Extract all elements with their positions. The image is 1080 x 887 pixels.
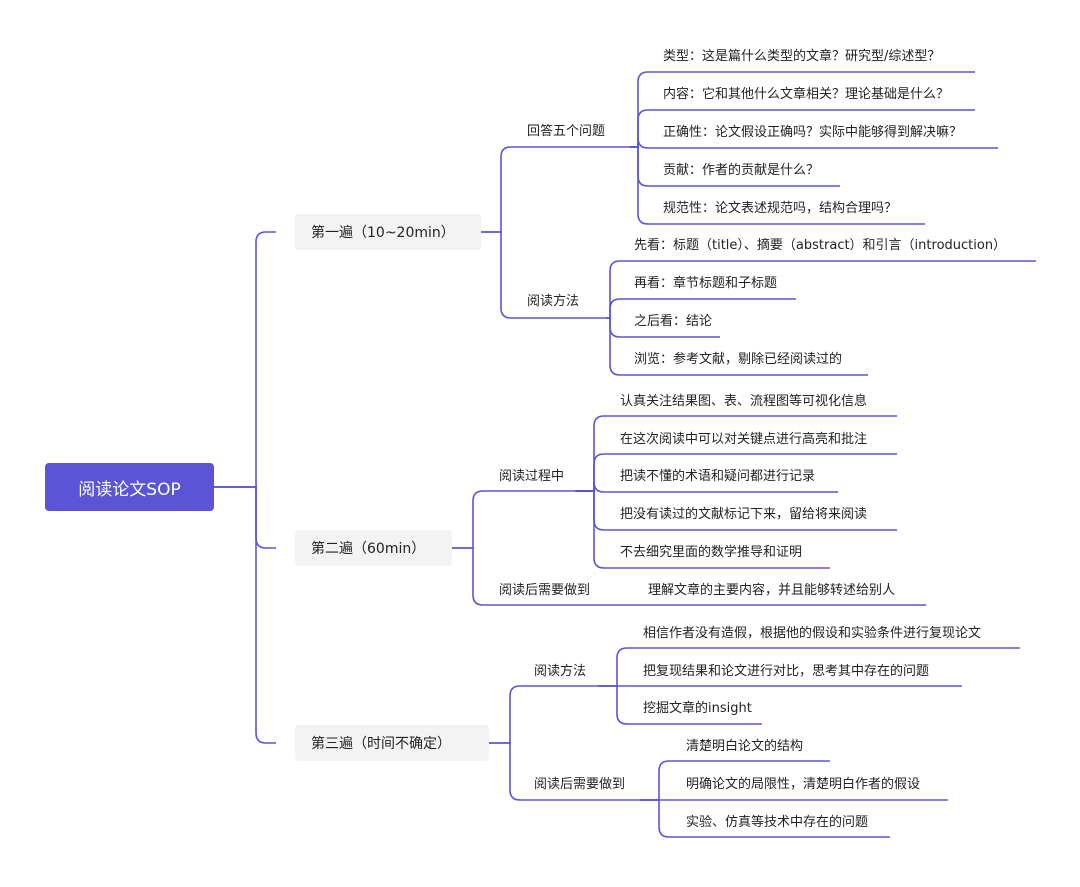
pass-1-questions-branch-2	[630, 137, 658, 149]
pass-3-node[interactable]: 第三遍（时间不确定）	[295, 725, 489, 761]
pass-2-node[interactable]: 第二遍（60min）	[295, 530, 452, 566]
pass-1-method-then[interactable]: 之后看：结论	[634, 314, 713, 329]
pass-2-during-references[interactable]: 把没有读过的文献标记下来，留给将来阅读	[620, 507, 868, 522]
pass-1-question-type[interactable]: 类型：这是篇什么类型的文章？研究型/综述型？	[663, 49, 941, 64]
pass-1-method-branch-3	[606, 317, 630, 376]
pass-2-group-after-label[interactable]: 阅读后需要做到	[499, 583, 591, 598]
pass-1-method-branch-1	[606, 298, 630, 319]
pass-3-after-limitations[interactable]: 明确论文的局限性，清楚明白作者的假设	[686, 777, 921, 792]
pass-1-question-content[interactable]: 内容：它和其他什么文章相关？理论基础是什么？	[663, 87, 950, 102]
pass-1-method-second[interactable]: 再看：章节标题和子标题	[634, 276, 778, 291]
pass-3-after-branch-2	[640, 799, 679, 838]
pass-2-during-branch-4	[575, 490, 614, 569]
pass-1-method-first[interactable]: 先看：标题（title）、摘要（abstract）和引言（introductio…	[634, 238, 1007, 253]
pass-2-group-during-label[interactable]: 阅读过程中	[499, 469, 565, 484]
pass-2-during-branch-1	[575, 453, 614, 492]
pass-2-during-terms[interactable]: 把读不懂的术语和疑问都进行记录	[620, 469, 816, 484]
pass-3-group-after-label[interactable]: 阅读后需要做到	[534, 777, 626, 792]
pass-1-questions-branch-0	[630, 71, 658, 148]
pass-1-question-clarity[interactable]: 规范性：论文表述规范吗，结构合理吗？	[663, 201, 898, 216]
pass-1-method-branch-0	[606, 260, 630, 319]
root-branch-2	[214, 486, 276, 744]
pass-2-branch-1	[452, 547, 493, 606]
pass-3-branch-0	[489, 685, 530, 744]
pass-3-method-branch-0	[598, 647, 637, 687]
pass-3-method-insight[interactable]: 挖掘文章的insight	[643, 701, 752, 716]
root-branch-1	[214, 486, 276, 549]
pass-2-during-branch-0	[575, 415, 614, 492]
pass-1-question-contribution[interactable]: 贡献：作者的贡献是什么？	[663, 163, 820, 178]
pass-2-during-highlight[interactable]: 在这次阅读中可以对关键点进行高亮和批注	[620, 432, 868, 447]
pass-1-group-questions-label[interactable]: 回答五个问题	[527, 124, 606, 139]
pass-1-method-browse[interactable]: 浏览：参考文献，剔除已经阅读过的	[634, 352, 843, 367]
pass-2-during-branch-2	[575, 481, 614, 493]
root-node[interactable]: 阅读论文SOP	[45, 463, 214, 511]
pass-3-after-branch-0	[640, 760, 679, 801]
pass-2-after-summary[interactable]: 理解文章的主要内容，并且能够转述给别人	[648, 583, 896, 598]
pass-1-questions-branch-4	[630, 146, 658, 225]
pass-3-method-reproduce[interactable]: 相信作者没有造假，根据他的假设和实验条件进行复现论文	[643, 626, 982, 641]
pass-3-method-compare[interactable]: 把复现结果和论文进行对比，思考其中存在的问题	[643, 664, 930, 679]
pass-1-questions-branch-3	[630, 146, 658, 187]
pass-3-after-issues[interactable]: 实验、仿真等技术中存在的问题	[686, 815, 869, 830]
pass-1-node[interactable]: 第一遍（10~20min）	[295, 214, 481, 250]
pass-3-branch-1	[489, 742, 530, 801]
pass-1-question-correctness[interactable]: 正确性：论文假设正确吗？实际中能够得到解决嘛？	[663, 125, 963, 140]
pass-1-group-method-label[interactable]: 阅读方法	[527, 294, 580, 309]
pass-2-during-math[interactable]: 不去细究里面的数学推导和证明	[620, 545, 803, 560]
pass-3-after-structure[interactable]: 清楚明白论文的结构	[686, 739, 804, 754]
pass-3-group-method-label[interactable]: 阅读方法	[534, 664, 587, 679]
pass-1-questions-branch-1	[630, 109, 658, 148]
pass-1-branch-1	[481, 231, 521, 319]
root-branch-0	[214, 231, 276, 488]
pass-2-during-visuals[interactable]: 认真关注结果图、表、流程图等可视化信息	[620, 394, 868, 409]
pass-2-branch-0	[452, 490, 493, 549]
pass-1-branch-0	[481, 146, 521, 233]
pass-3-method-branch-2	[598, 685, 637, 725]
